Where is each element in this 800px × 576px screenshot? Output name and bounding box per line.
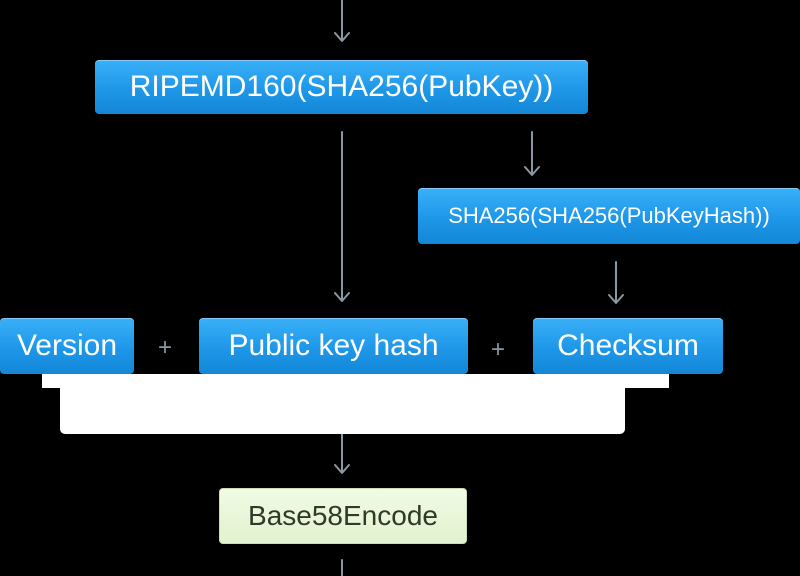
base58encode-label: Base58Encode [248,500,438,531]
base58encode-node: Base58Encode [219,488,467,544]
checksum-node: Checksum [533,318,723,374]
arrow-into-ripemd [334,0,350,42]
version-label: Version [16,329,118,362]
public-key-hash-label: Public key hash [228,329,439,362]
plus-operator-1: + [158,334,173,361]
ripemd160-label: RIPEMD160(SHA256(PubKey)) [129,70,554,103]
version-node: Version [0,318,134,374]
arrow-ripemd-to-double-sha [524,131,540,176]
double-sha256-node: SHA256(SHA256(PubKeyHash)) [418,188,800,244]
arrow-ripemd-to-pubkey-hash [334,131,350,302]
double-sha256-label: SHA256(SHA256(PubKeyHash)) [448,203,770,228]
checksum-label: Checksum [557,329,699,362]
ripemd160-node: RIPEMD160(SHA256(PubKey)) [95,60,588,114]
plus-operator-2: + [491,336,506,363]
public-key-hash-node: Public key hash [199,318,468,374]
arrow-double-sha-to-checksum [608,261,624,304]
concat-bracket-body [60,374,625,434]
